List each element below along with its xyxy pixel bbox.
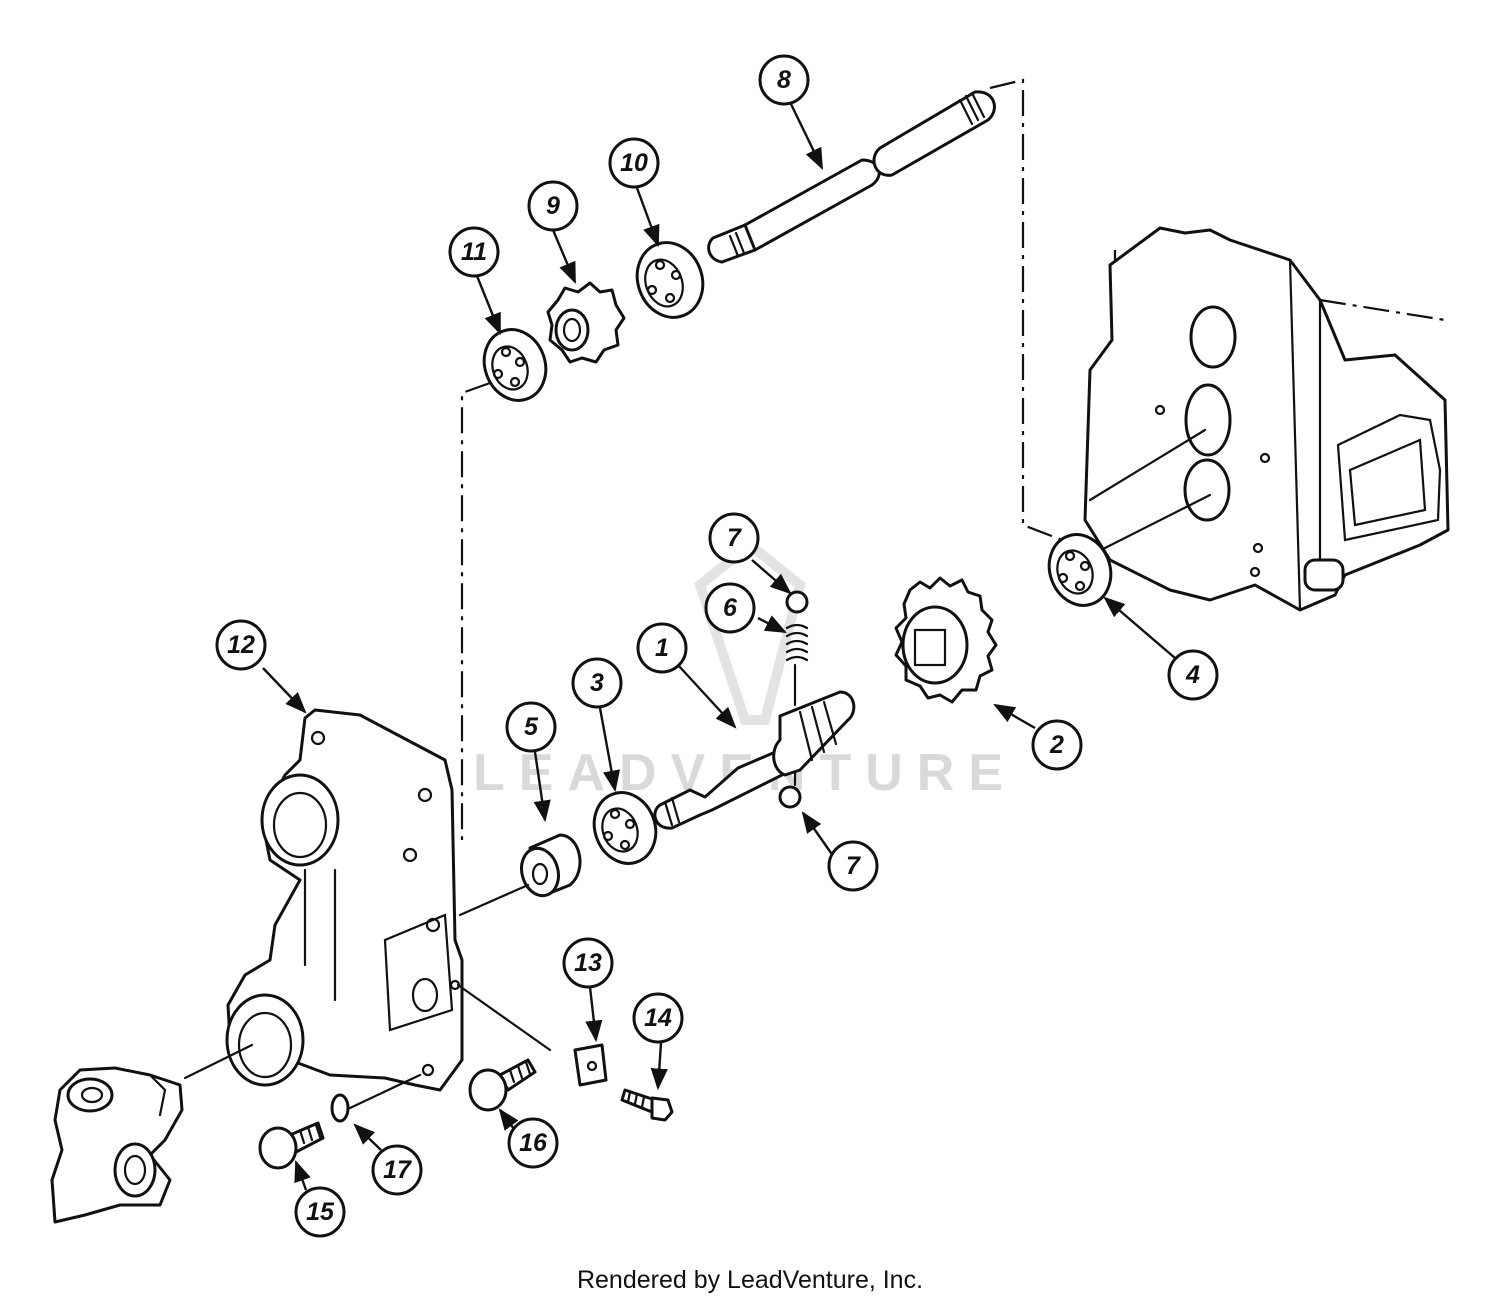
housing-connector-line [1088, 428, 1207, 502]
callout-15: 15 [294, 1186, 346, 1238]
bearing-3 [592, 791, 658, 865]
bearing-4 [1047, 493, 1212, 607]
callout-5-label: 5 [524, 713, 539, 741]
spring-6 [785, 623, 809, 662]
callout-1-label: 1 [655, 634, 669, 662]
callout-3-label: 3 [590, 669, 604, 697]
callout-10: 10 [608, 137, 660, 189]
callout-7-upper: 7 [708, 512, 760, 564]
callout-11: 11 [448, 226, 500, 278]
callout-15-label: 15 [306, 1198, 335, 1226]
callout-3: 3 [571, 657, 623, 709]
callout-16: 16 [507, 1117, 559, 1169]
callout-4-label: 4 [1185, 661, 1200, 689]
callout-17: 17 [371, 1144, 423, 1196]
bushing-5 [458, 833, 582, 917]
callout-1: 1 [636, 622, 688, 674]
callout-14-label: 14 [644, 1004, 672, 1032]
washer-17 [330, 1093, 350, 1123]
callout-9: 9 [527, 180, 579, 232]
callout-8-label: 8 [777, 66, 791, 94]
bearing-11 [482, 328, 548, 402]
callout-7-upper-label: 7 [727, 524, 742, 552]
callout-2: 2 [1031, 719, 1083, 771]
transmission-housing [1083, 226, 1450, 612]
callout-9-label: 9 [546, 192, 560, 220]
pinion-shaft-1 [653, 690, 856, 830]
callout-7-lower: 7 [827, 840, 879, 892]
small-sprocket-9 [546, 281, 626, 364]
ball-7-lower [778, 785, 802, 809]
callout-12-label: 12 [227, 631, 255, 659]
callout-5: 5 [505, 701, 557, 753]
callout-17-label: 17 [383, 1156, 412, 1184]
alignment-line-right [989, 78, 1063, 542]
callout-6: 6 [704, 582, 756, 634]
callout-10-label: 10 [620, 149, 648, 177]
long-shaft [707, 90, 996, 264]
ball-7-upper [785, 590, 809, 614]
callout-13: 13 [562, 937, 614, 989]
alignment-line-left [460, 381, 491, 840]
gear-case-12 [183, 708, 552, 1110]
leader-lines [262, 101, 1176, 1191]
bearing-10 [635, 241, 705, 319]
footer-credit: Rendered by LeadVenture, Inc. [576, 1266, 924, 1294]
bolt-15 [258, 1121, 325, 1170]
callout-2-label: 2 [1049, 731, 1064, 759]
bolt-16 [468, 1058, 537, 1112]
callout-4: 4 [1167, 649, 1219, 701]
callout-7-lower-label: 7 [846, 852, 861, 880]
callout-16-label: 16 [519, 1129, 548, 1157]
callout-6-label: 6 [723, 594, 738, 622]
callout-11-label: 11 [461, 238, 487, 266]
bolt-14 [620, 1088, 674, 1122]
callout-8: 8 [758, 54, 810, 106]
universal-joint [50, 1066, 184, 1224]
callout-12: 12 [215, 619, 267, 671]
plate-13 [573, 1043, 608, 1087]
callout-14: 14 [632, 992, 684, 1044]
callout-13-label: 13 [574, 949, 602, 977]
large-sprocket-2 [894, 576, 998, 704]
